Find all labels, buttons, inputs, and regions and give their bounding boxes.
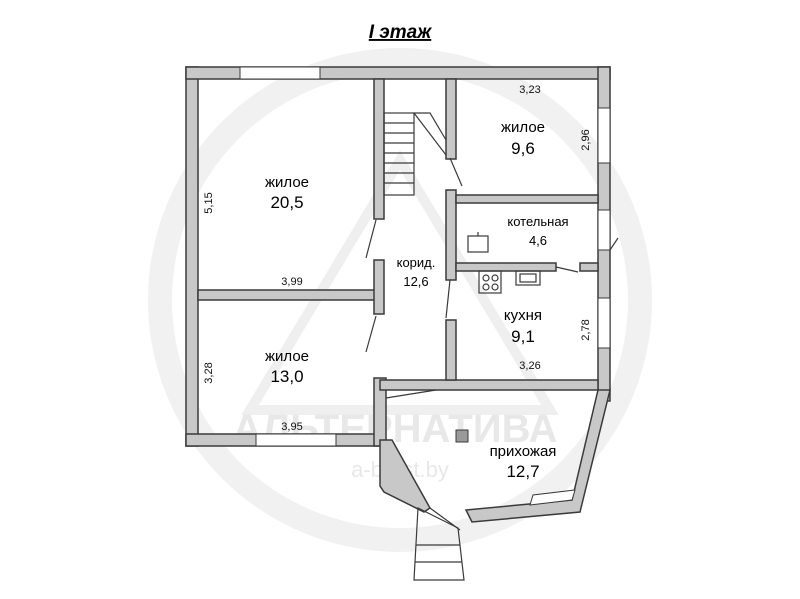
stairs xyxy=(383,112,447,196)
sink-icon xyxy=(515,270,541,286)
dimension-label: 3,95 xyxy=(281,421,302,433)
stove-icon xyxy=(478,270,502,294)
pillar-icon xyxy=(455,429,469,443)
fixtures xyxy=(455,232,541,443)
windows xyxy=(239,66,611,506)
room-labels: жилое 20,5 жилое 13,0 корид. 12,6 жилое … xyxy=(265,119,569,481)
room-area-living-1: 20,5 xyxy=(270,193,303,212)
room-name-living-3: жилое xyxy=(501,119,545,136)
dimension-label: 5,15 xyxy=(203,192,215,213)
room-name-living-2: жилое xyxy=(265,348,309,365)
dimension-label: 3,99 xyxy=(281,276,302,288)
room-name-boiler: котельная xyxy=(507,214,568,229)
dimension-labels: 5,15 3,99 3,28 3,95 3,23 2,96 2,78 3,26 xyxy=(203,84,592,433)
room-area-hallway: 12,7 xyxy=(506,462,539,481)
dimension-label: 2,96 xyxy=(580,129,592,150)
dimension-label: 3,28 xyxy=(203,362,215,383)
entrance-steps xyxy=(413,507,465,581)
room-area-kitchen: 9,1 xyxy=(511,327,535,346)
room-name-corridor: корид. xyxy=(397,255,436,270)
room-area-boiler: 4,6 xyxy=(529,233,547,248)
inner-walls xyxy=(197,78,599,381)
dimension-label: 3,23 xyxy=(519,84,540,96)
floor-title: I этаж xyxy=(369,22,433,43)
room-name-kitchen: кухня xyxy=(504,307,542,324)
room-name-hallway: прихожая xyxy=(490,443,557,460)
room-area-living-2: 13,0 xyxy=(270,367,303,386)
boiler-icon xyxy=(467,235,489,253)
dimension-label: 2,78 xyxy=(580,319,592,340)
dimension-label: 3,26 xyxy=(519,360,540,372)
room-name-living-1: жилое xyxy=(265,174,309,191)
room-area-corridor: 12,6 xyxy=(403,274,428,289)
room-area-living-3: 9,6 xyxy=(511,139,535,158)
